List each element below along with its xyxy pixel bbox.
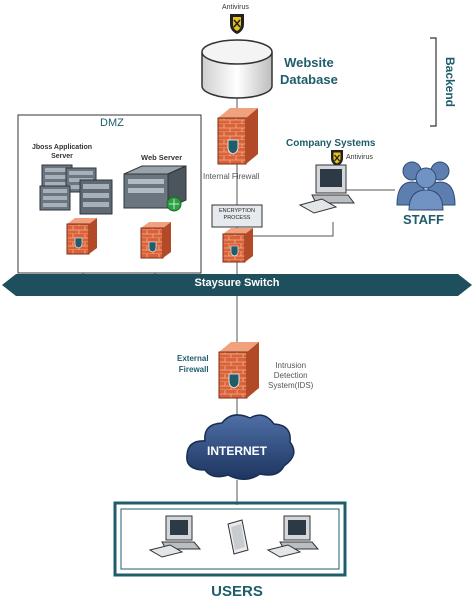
ids-line-2: Detection	[273, 371, 308, 380]
external-line-2: Firewall	[178, 365, 209, 374]
antivirus-company-label: Antivirus	[346, 154, 373, 161]
antivirus-top-label: Antivirus	[222, 4, 249, 11]
jboss-label: Jboss Application Server	[32, 143, 92, 161]
encryption-process-box	[211, 204, 263, 228]
external-firewall-label: External Firewall	[177, 353, 209, 375]
external-firewall-icon	[218, 342, 259, 399]
ids-line-1: Intrusion	[275, 361, 307, 370]
dmz-label: DMZ	[100, 117, 124, 129]
users-frame	[113, 501, 347, 577]
internet-label: INTERNET	[207, 444, 267, 458]
internal-firewall-label: Internal Firewall	[203, 172, 260, 181]
company-antivirus-shield-icon	[331, 150, 343, 166]
jboss-line-1: Jboss Application	[32, 144, 93, 151]
jboss-line-2: Server	[51, 153, 73, 160]
jboss-server-icon	[39, 164, 113, 215]
backend-label: Backend	[443, 56, 457, 108]
encryption-line-2: PROCESS	[223, 215, 251, 221]
internet-cloud-icon	[186, 414, 295, 480]
backend-bracket	[430, 37, 437, 127]
company-systems-label: Company Systems	[286, 138, 376, 149]
switch-label: Staysure Switch	[194, 277, 280, 289]
antivirus-shield-icon	[230, 14, 244, 34]
ids-line-3: System(IDS)	[268, 381, 314, 390]
ids-label: Intrusion Detection System(IDS)	[268, 361, 313, 391]
staff-label: STAFF	[403, 212, 444, 227]
web-server-label: Web Server	[141, 153, 183, 162]
user-computer-icon-2	[266, 515, 320, 558]
switch-bar	[2, 274, 472, 296]
encryption-line-1: ENCRYPTION	[219, 208, 255, 214]
encryption-process-label: ENCRYPTION PROCESS	[213, 208, 261, 222]
dmz-web-firewall-icon	[140, 222, 171, 259]
encryption-firewall-icon	[222, 228, 253, 263]
external-line-1: External	[177, 354, 209, 363]
users-label: USERS	[211, 583, 263, 600]
dmz-jboss-firewall-icon	[66, 218, 97, 255]
website-label: Website	[284, 55, 334, 70]
website-database-label: Website Database	[280, 54, 338, 88]
web-server-icon	[123, 165, 187, 212]
database-label: Database	[280, 72, 338, 87]
staff-people-icon	[396, 161, 456, 211]
user-computer-icon	[148, 515, 202, 558]
user-tablet-icon	[227, 519, 249, 555]
database-icon	[201, 39, 273, 99]
company-computer-icon	[298, 164, 355, 214]
internal-firewall-icon	[217, 108, 258, 165]
